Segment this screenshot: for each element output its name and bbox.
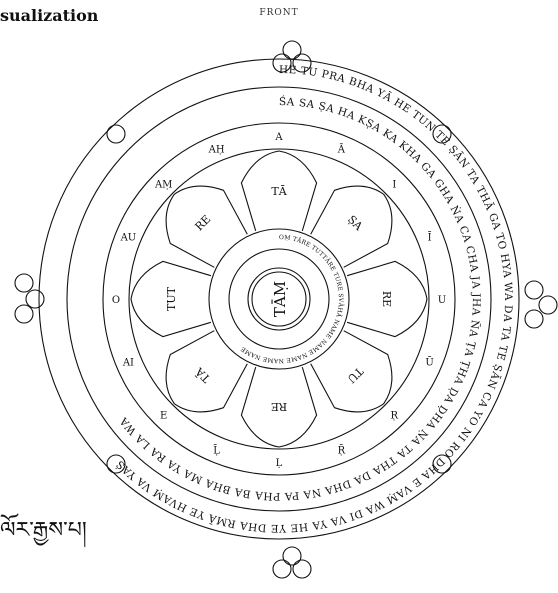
vowel-letter: AṂ xyxy=(154,180,172,191)
petal-label: RE xyxy=(271,400,287,413)
vowel-letter: Ḷ xyxy=(276,458,283,469)
vowel-letter: AU xyxy=(120,233,137,244)
vowel-letter: Ī xyxy=(428,232,432,244)
petal-label: TĀ xyxy=(271,185,287,198)
vowel-letter: Ū xyxy=(425,356,433,368)
vowel-letter: O xyxy=(112,295,120,306)
petal-label: ṢA xyxy=(345,213,366,234)
vowel-letter: AḤ xyxy=(208,144,225,155)
vowel-letter: AI xyxy=(122,357,134,368)
triple-circle-bottom xyxy=(273,547,311,578)
vowel-letter: E xyxy=(160,410,167,421)
vowel-letter: U xyxy=(438,295,446,306)
tibetan-caption: ལོར་རྒྱས་པ། xyxy=(0,505,87,567)
vowel-letter: Ā xyxy=(337,143,346,155)
triple-circle-right xyxy=(525,281,557,328)
inner-mantra-ring-text: OṂ TĀRE TUTTĀRE TURE SVĀHĀ NAME NAME NAM… xyxy=(240,234,345,364)
vowel-letter: A xyxy=(274,132,283,143)
petal-label: RE xyxy=(193,213,214,234)
petal-label: RE xyxy=(380,291,393,307)
center-seed-syllable: TĀṂ xyxy=(271,281,289,317)
petal-label: TĀ xyxy=(192,364,213,385)
vowel-letter: I xyxy=(392,180,396,191)
vowel-letter: Ṝ xyxy=(338,446,346,457)
petal-label: TU xyxy=(345,365,366,386)
ornament-circle-top-left xyxy=(107,125,125,143)
vowel-letter: Ṛ xyxy=(391,410,399,421)
petal-label: TUT xyxy=(165,286,178,311)
vowel-letter: Ḹ xyxy=(213,446,220,457)
